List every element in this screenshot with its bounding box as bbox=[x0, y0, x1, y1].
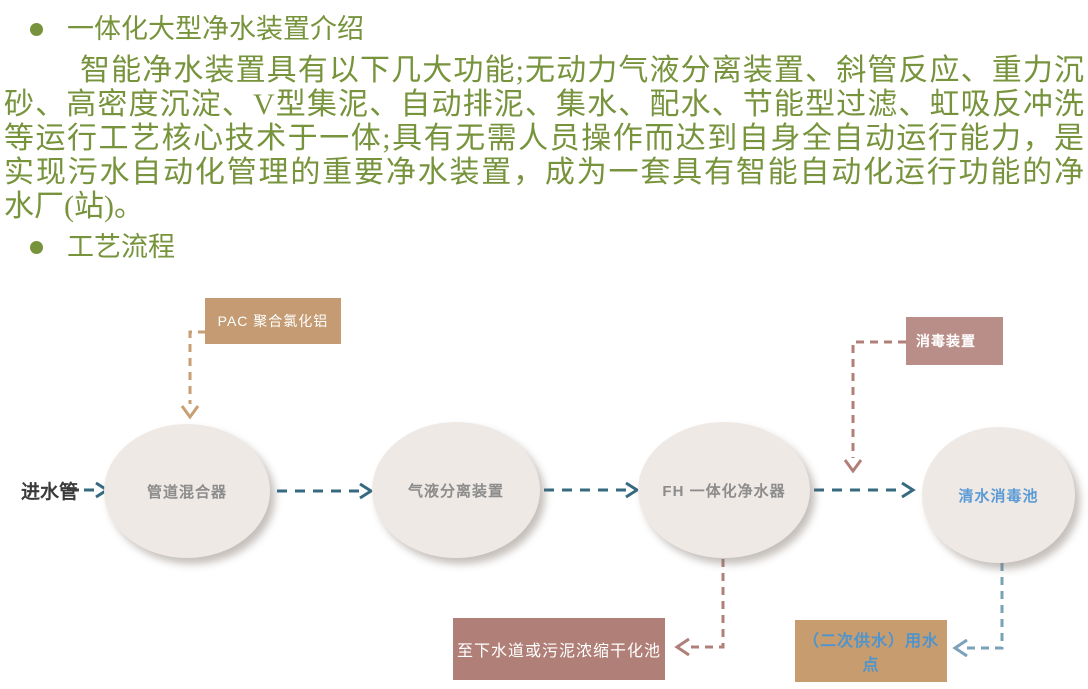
disinfection-connector-line bbox=[851, 340, 906, 458]
sludge-connector-line bbox=[688, 559, 725, 649]
node-pipe-mixer: 管道混合器 bbox=[104, 424, 270, 558]
pac-connector-line bbox=[188, 330, 206, 404]
arrowhead-down-icon bbox=[180, 405, 200, 420]
paragraph-line: 智能净水装置具有以下几大功能;无动力气液分离装置、斜管反应、重力沉 bbox=[80, 54, 1084, 87]
process-heading: 工艺流程 bbox=[67, 232, 175, 262]
node-clean-water-disinfection-pool: 清水消毒池 bbox=[922, 427, 1075, 563]
intro-heading: 一体化大型净水装置介绍 bbox=[67, 14, 364, 44]
pac-dosing-box: PAC 聚合氯化铝 bbox=[205, 298, 341, 344]
paragraph-line: 砂、高密度沉淀、V型集泥、自动排泥、集水、配水、节能型过滤、虹吸反冲洗 bbox=[4, 88, 1084, 121]
node-gas-liquid-separator: 气液分离装置 bbox=[372, 422, 540, 558]
arrowhead-right-icon bbox=[359, 482, 374, 500]
intro-heading-row: 一体化大型净水装置介绍 bbox=[30, 14, 1088, 44]
supply-connector-line bbox=[966, 563, 1004, 650]
arrowhead-right-icon bbox=[901, 481, 916, 499]
bullet-icon bbox=[30, 240, 43, 254]
disinfection-device-box: 消毒装置 bbox=[906, 317, 1003, 365]
secondary-supply-box: （二次供水）用水点 bbox=[795, 620, 947, 682]
sewer-sludge-box: 至下水道或污泥浓缩干化池 bbox=[453, 618, 665, 680]
paragraph-line: 等运行工艺核心技术于一体;具有无需人员操作而达到自身全自动运行能力，是 bbox=[4, 122, 1084, 155]
inlet-pipe-label: 进水管 bbox=[21, 482, 79, 503]
arrowhead-left-icon bbox=[952, 638, 968, 658]
arrowhead-left-icon bbox=[674, 637, 690, 657]
node-fh-integrated-purifier: FH 一体化净水器 bbox=[638, 422, 810, 558]
bullet-icon bbox=[30, 22, 43, 36]
arrowhead-right-icon bbox=[625, 481, 640, 499]
arrowhead-down-icon bbox=[843, 459, 863, 474]
process-heading-row: 工艺流程 bbox=[30, 232, 1088, 262]
intro-paragraph: 智能净水装置具有以下几大功能;无动力气液分离装置、斜管反应、重力沉 砂、高密度沉… bbox=[4, 54, 1084, 224]
paragraph-line: 实现污水自动化管理的重要净水装置，成为一套具有智能自动化运行功能的净 bbox=[4, 156, 1084, 189]
paragraph-line: 水厂(站)。 bbox=[4, 190, 144, 223]
